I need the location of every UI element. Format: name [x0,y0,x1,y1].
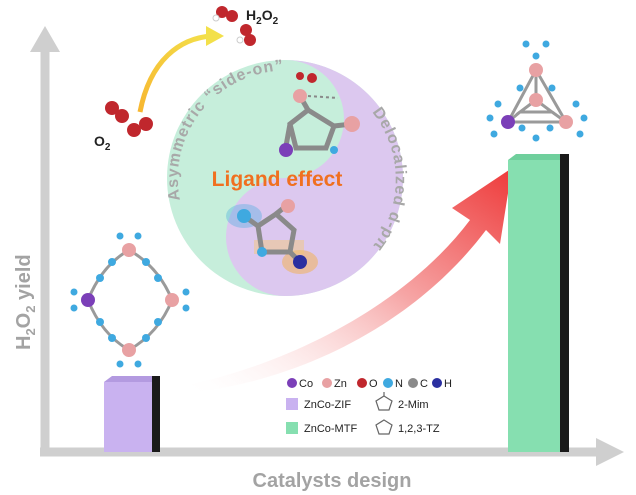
reactant-label: O2 [94,133,111,153]
y-axis-label: H2O2 yield [13,254,38,350]
growth-arrow [192,168,512,392]
zif-atoms [70,232,190,368]
product-label: H2O2 [246,7,279,27]
x-axis-label: Catalysts design [253,470,412,492]
legend: Co Zn O N C H ZnCo-ZIF ZnCo-MTF [286,378,452,435]
svg-text:1,2,3-TZ: 1,2,3-TZ [398,423,440,435]
legend-atom-c: C [408,378,428,390]
svg-text:O: O [369,378,378,390]
svg-text:ZnCo-MTF: ZnCo-MTF [304,423,357,435]
svg-text:2-Mim: 2-Mim [398,399,429,411]
legend-atom-co: Co [287,378,313,390]
legend-atom-o: O [357,378,378,390]
legend-atom-n: N [383,378,403,390]
reaction-arrowhead [206,26,224,46]
legend-atom-h: H [432,378,452,390]
legend-ligand-2mim: 2-Mim [375,392,429,411]
svg-text:N: N [395,378,403,390]
svg-text:H: H [444,378,452,390]
yin-yang-purple [226,60,403,296]
mtf-bar [508,154,569,452]
svg-text:C: C [420,378,428,390]
o2-molecules [105,101,153,137]
svg-text:Zn: Zn [334,378,347,390]
y-axis-arrowhead [30,26,60,52]
legend-atom-zn: Zn [322,378,347,390]
reaction-curve [137,33,213,113]
pentagon-icon [375,419,393,435]
x-axis-arrowhead [596,438,624,466]
mtf-atoms [486,40,588,142]
svg-text:ZnCo-ZIF: ZnCo-ZIF [304,399,351,411]
side-on-molecule [279,72,360,157]
legend-mtf: ZnCo-MTF [286,422,357,435]
zif-bar [104,376,160,452]
legend-zif: ZnCo-ZIF [286,398,351,411]
legend-ligand-tz: 1,2,3-TZ [375,419,440,435]
pentagon-icon [375,395,393,411]
zif-structure [86,248,174,352]
delocalized-molecule [226,199,318,274]
svg-text:Co: Co [299,378,313,390]
h2o2-molecules [212,6,256,46]
ligand-effect-label: Ligand effect [212,168,343,191]
yin-yang [167,60,403,296]
